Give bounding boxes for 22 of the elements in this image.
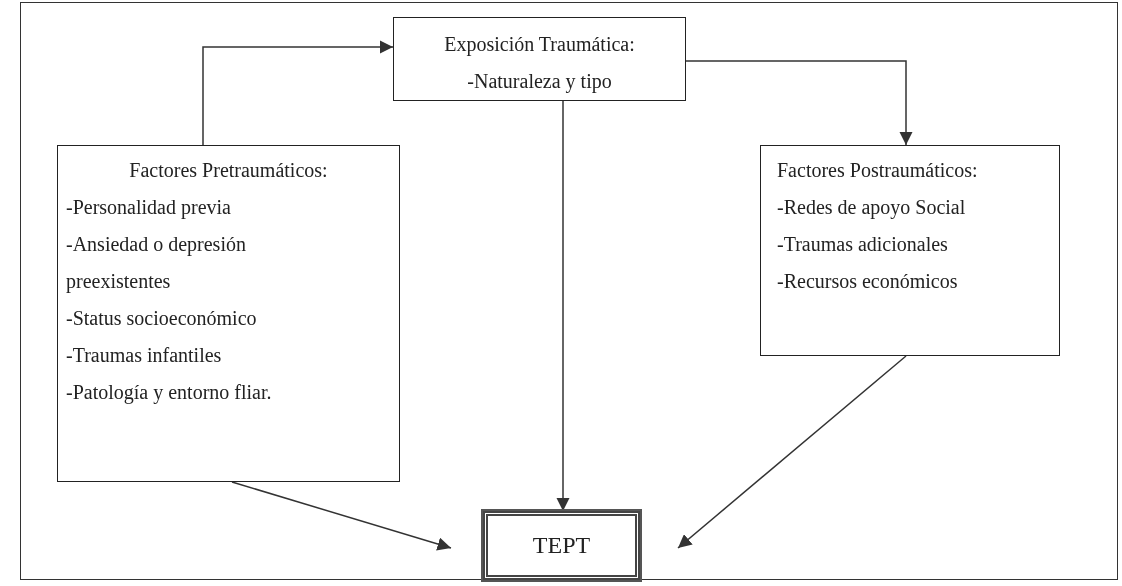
- arrow: [556, 100, 570, 512]
- box-item: -Traumas infantiles: [66, 343, 223, 368]
- box-heading: Exposición Traumática:: [443, 32, 636, 58]
- box-heading: Factores Pretraumáticos:: [128, 158, 329, 183]
- factor-box: [760, 145, 1060, 356]
- box-item: -Personalidad previa: [66, 195, 232, 221]
- result-box: [483, 511, 640, 580]
- box-item: -Status socioeconómico: [66, 306, 258, 331]
- factor-box: [57, 145, 400, 482]
- box-heading: Factores Postraumáticos:: [777, 158, 979, 183]
- box-heading: TEPT: [532, 531, 591, 560]
- arrow: [677, 355, 907, 549]
- box-item: -Redes de apoyo Social: [777, 195, 967, 221]
- arrow: [231, 481, 452, 551]
- arrow: [685, 60, 913, 146]
- box-item: -Patología y entorno fliar.: [66, 380, 273, 406]
- box-item: -Ansiedad o depresión preexistentes: [66, 232, 247, 295]
- box-item: -Naturaleza y tipo: [466, 69, 613, 95]
- factor-box: [393, 17, 686, 101]
- box-item: -Traumas adicionales: [777, 232, 949, 257]
- box-item: -Recursos económicos: [777, 269, 959, 294]
- arrow: [202, 40, 394, 146]
